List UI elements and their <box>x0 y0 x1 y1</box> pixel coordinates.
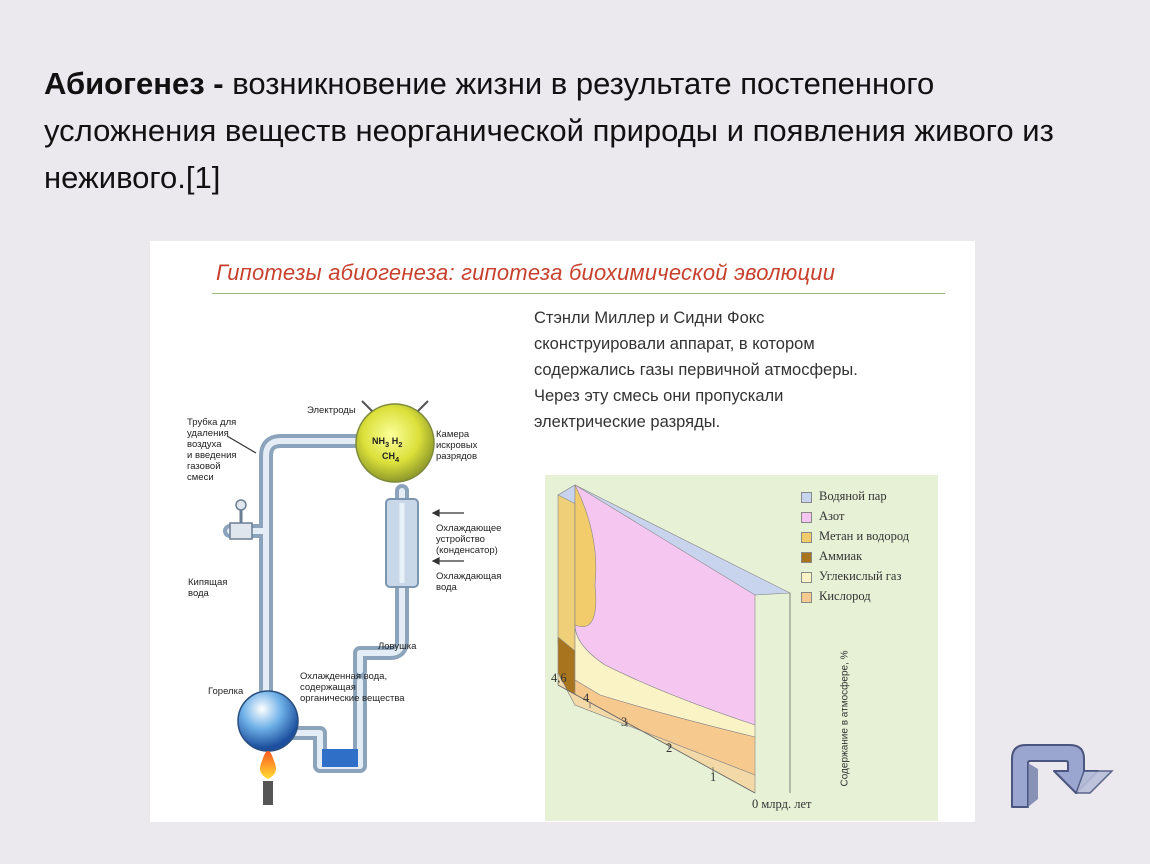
x-tick-label: 4,6 <box>551 671 567 685</box>
h2: H <box>391 436 399 446</box>
cooler-label: Охлаждающее устройство (конденсатор) <box>436 523 501 556</box>
legend-swatch <box>801 592 812 603</box>
y-axis-label: Содержание в атмосфере, % <box>839 650 851 787</box>
chart-area <box>557 484 792 794</box>
apparatus-drawing <box>223 400 464 805</box>
legend-label: Углекислый газ <box>819 569 902 583</box>
x-tick-label: 4 <box>583 691 590 705</box>
cooled-water-line: Охлажденная вода, <box>300 671 388 682</box>
legend-label: Азот <box>819 509 845 523</box>
burner-label: Горелка <box>208 686 244 697</box>
x-tick-label: 2 <box>666 741 673 755</box>
legend-swatch <box>801 512 812 523</box>
gas-formula-1: NH3 H2 <box>372 436 402 450</box>
cooler-label-line: устройство <box>436 534 485 545</box>
flame <box>260 751 276 779</box>
electrode-right <box>417 400 429 412</box>
legend-label: Водяной пар <box>819 489 887 503</box>
spark-chamber <box>355 403 435 483</box>
heading-divider <box>212 293 945 294</box>
tube-label-line: Трубка для <box>187 417 237 428</box>
cooling-water-line: вода <box>436 582 457 593</box>
tube-label-line: смеси <box>187 472 214 483</box>
figure-heading: Гипотезы абиогенеза: гипотеза биохимичес… <box>216 260 836 285</box>
desc-line: Через эту смесь они пропускали <box>534 387 784 405</box>
desc-line: сконструировали аппарат, в котором <box>534 335 815 353</box>
chamber-label-line: Камера <box>436 429 470 440</box>
cooled-water-label: Охлажденная вода, содержащая органически… <box>300 671 405 704</box>
chart-bottom-edge <box>557 672 756 794</box>
slide-title: Абиогенез - возникновение жизни в резуль… <box>44 60 1104 201</box>
tube-label-line: газовой <box>187 461 221 472</box>
h2-sub: 2 <box>398 439 403 449</box>
pipe-left <box>259 434 367 708</box>
chamber-label: Камера искровых разрядов <box>436 429 477 462</box>
stopcock <box>229 522 253 540</box>
miller-apparatus-diagram: Трубка для удаления воздуха и введения г… <box>150 381 540 822</box>
chamber-label-line: искровых <box>436 440 478 451</box>
desc-line: содержались газы первичной атмосферы. <box>534 361 858 379</box>
burner-body <box>263 781 273 805</box>
ch4: CH <box>382 451 395 461</box>
x-tick-label: 1 <box>710 770 717 784</box>
boiling-water-line: Кипящая <box>188 577 228 588</box>
cooling-water-line: Охлаждающая <box>436 571 502 582</box>
legend-label: Метан и водород <box>819 529 910 543</box>
return-arrow-icon[interactable] <box>1008 741 1118 813</box>
chamber-label-line: разрядов <box>436 451 478 462</box>
boiling-flask <box>237 690 299 752</box>
definition: возникновение жизни в результате постепе… <box>44 66 1054 195</box>
x-ticks <box>557 684 756 794</box>
electrodes-label: Электроды <box>307 405 356 416</box>
ch4-sub: 4 <box>395 454 400 464</box>
tube-label-line: и введения <box>187 450 237 461</box>
cooler-label-line: Охлаждающее <box>436 523 502 534</box>
cooler-label-line: (конденсатор) <box>436 545 498 556</box>
legend-label: Аммиак <box>819 549 863 563</box>
cooled-water-line: содержащая <box>300 682 356 693</box>
legend-label: Кислород <box>819 589 871 603</box>
boiling-water-line: вода <box>188 588 209 599</box>
nh3: NH <box>372 436 385 446</box>
desc-line: электрические разряды. <box>534 413 721 431</box>
x-tick-label: 3 <box>621 715 628 729</box>
legend-swatch <box>801 572 812 583</box>
legend-swatch <box>801 532 812 543</box>
tube-label-line: воздуха <box>187 439 222 450</box>
cooled-water-line: органические вещества <box>300 693 405 704</box>
figure-image: Гипотезы абиогенеза: гипотеза биохимичес… <box>150 241 975 822</box>
boiling-water-label: Кипящая вода <box>188 577 227 599</box>
term: Абиогенез - <box>44 66 224 101</box>
nh3-sub: 3 <box>385 439 390 449</box>
trap-water <box>322 749 358 767</box>
desc-line: Стэнли Миллер и Сидни Фокс <box>534 309 765 327</box>
band-methane <box>574 484 597 627</box>
electrode-left <box>361 400 373 412</box>
x-tick-label: 0 млрд. лет <box>752 797 812 811</box>
trap-label: Ловушка <box>378 641 417 652</box>
tube-label: Трубка для удаления воздуха и введения г… <box>187 417 237 483</box>
chart-side-face <box>557 484 576 666</box>
legend-swatch <box>801 552 812 563</box>
cooling-water-label: Охлаждающая вода <box>436 571 501 593</box>
pipe-right-lower <box>353 592 409 678</box>
figure-description: Стэнли Миллер и Сидни Фокс сконструирова… <box>534 305 944 435</box>
band-oxygen <box>574 679 756 776</box>
legend-swatch <box>801 492 812 503</box>
tube-label-line: удаления <box>187 428 229 439</box>
gas-formula-2: CH4 <box>382 451 399 465</box>
